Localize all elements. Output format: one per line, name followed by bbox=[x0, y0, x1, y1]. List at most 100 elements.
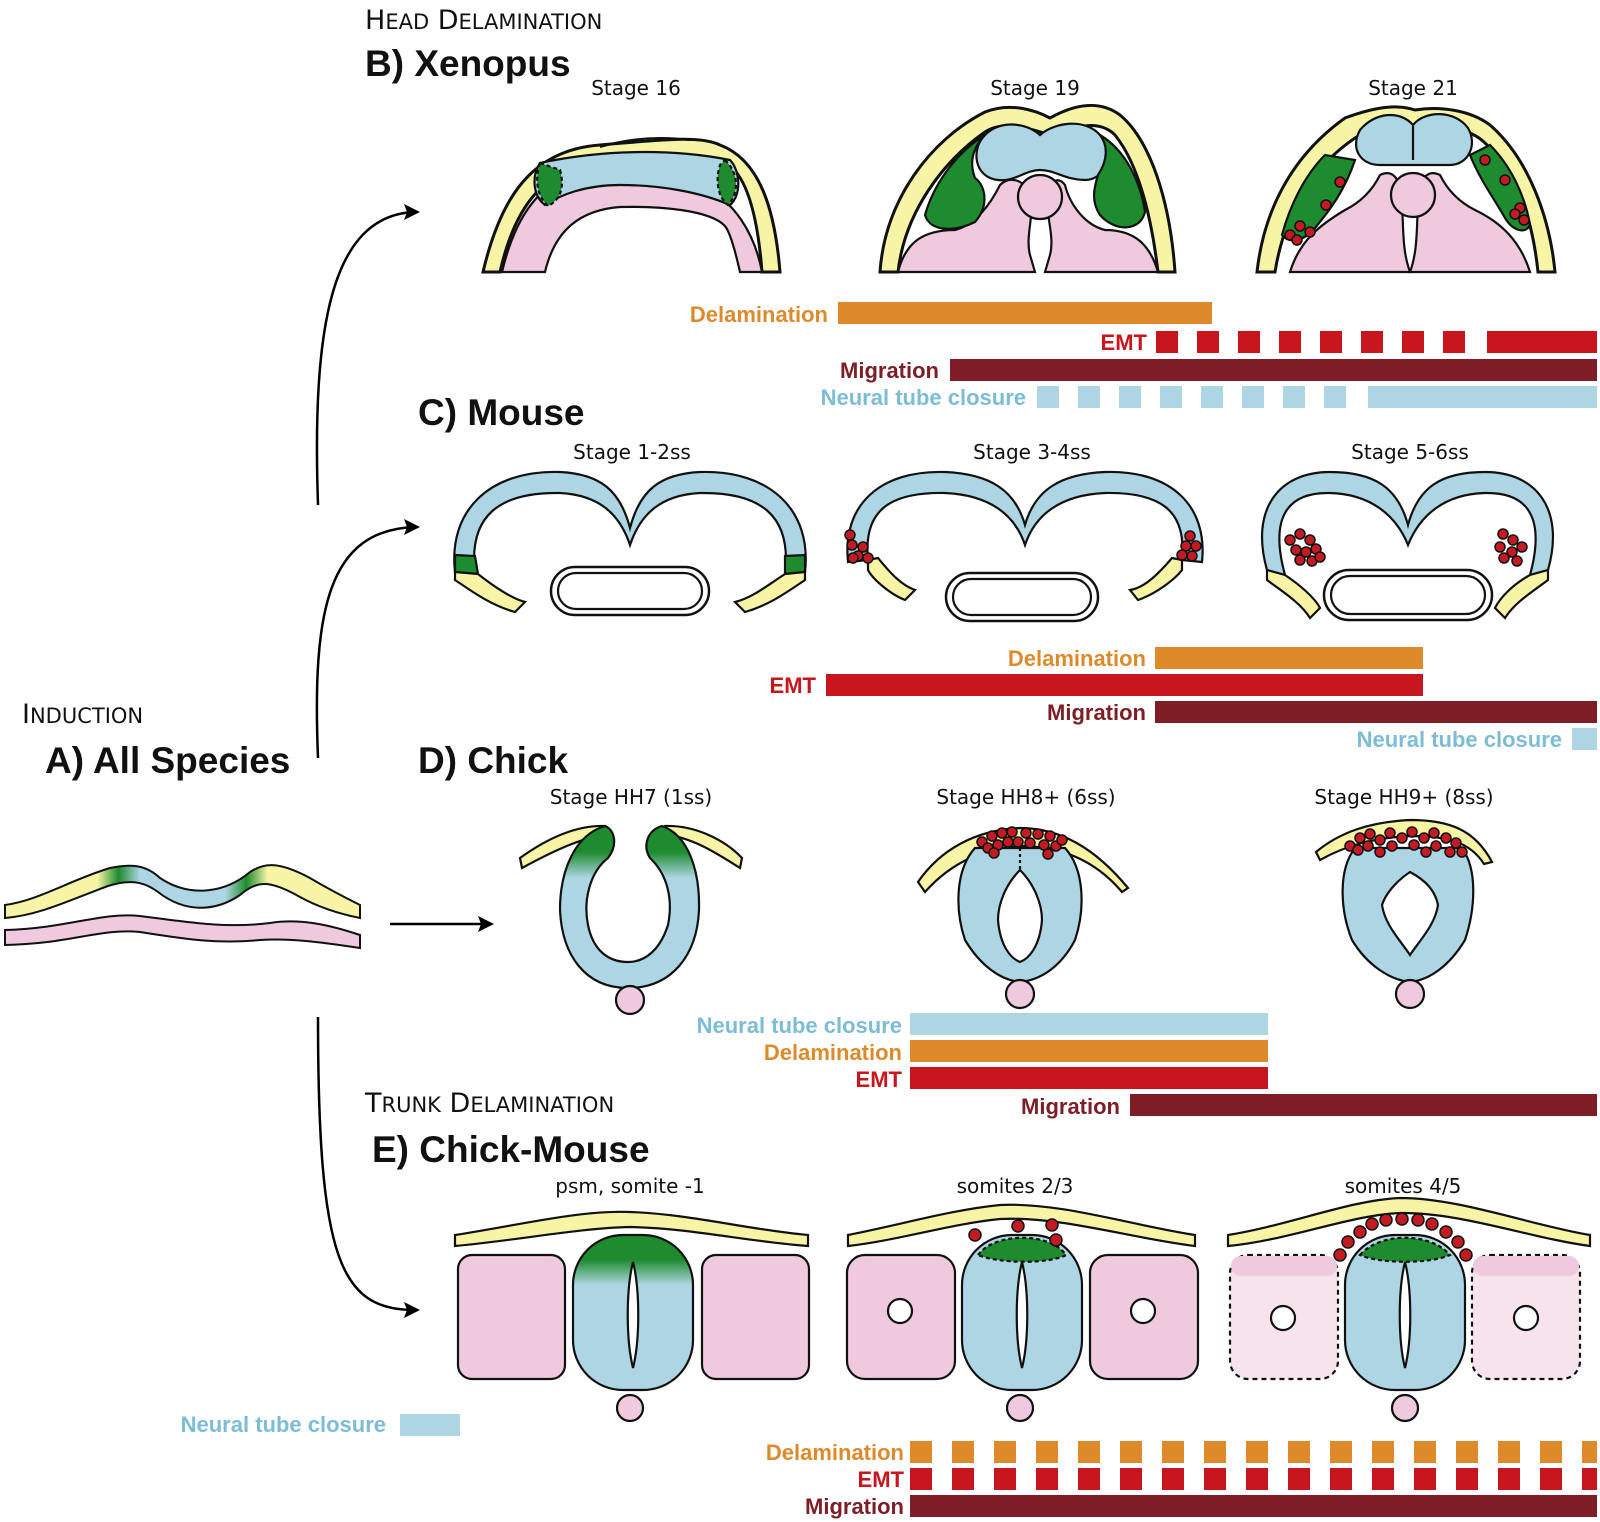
crest-cell bbox=[1499, 174, 1511, 186]
notochord bbox=[1016, 173, 1064, 221]
crest-cell bbox=[1518, 214, 1530, 226]
trunk-delamination-bar bbox=[910, 1441, 1597, 1463]
mouse-stage-1-2ss: Stage 1-2ss bbox=[573, 440, 691, 464]
trunk-embryo-somites-23 bbox=[845, 1203, 1200, 1423]
crest-cell bbox=[1509, 208, 1521, 220]
lumen bbox=[626, 1261, 640, 1369]
somite-left-cavity bbox=[886, 1297, 914, 1325]
neural-plate-bulge bbox=[599, 136, 691, 149]
crest-cells bbox=[1284, 154, 1530, 246]
head-delamination-header: HEAD DELAMINATION bbox=[365, 5, 602, 36]
crest-cell bbox=[1479, 154, 1491, 166]
lumen bbox=[1015, 1261, 1029, 1369]
mouse-migration-bar bbox=[1155, 701, 1597, 723]
chick-embryo-hh8 bbox=[916, 826, 1130, 1010]
trunk-delamination-label: Delamination bbox=[766, 1440, 904, 1465]
chick-migration-bar bbox=[1130, 1094, 1597, 1116]
somite-left-dermomyotome bbox=[1231, 1256, 1337, 1276]
xenopus-closure-bar bbox=[1037, 386, 1597, 408]
induction-header: INDUCTION bbox=[22, 699, 143, 730]
mouse-stage-5-6ss: Stage 5-6ss bbox=[1351, 440, 1469, 464]
crest-cell bbox=[1320, 199, 1332, 211]
notochord bbox=[615, 1393, 645, 1423]
trunk-emt-label: EMT bbox=[858, 1467, 905, 1492]
neural-plate bbox=[533, 150, 740, 207]
ectoderm-outer bbox=[878, 103, 1177, 274]
mesoderm-right bbox=[1408, 172, 1532, 274]
mouse-embryo-3-4ss bbox=[844, 470, 1204, 623]
crest-cell bbox=[1334, 176, 1346, 188]
section-a-title: A) All Species bbox=[45, 740, 290, 781]
section-b-title: B) Xenopus bbox=[365, 43, 571, 84]
trunk-stage-somites-23: somites 2/3 bbox=[957, 1174, 1074, 1198]
section-c-title: C) Mouse bbox=[418, 392, 585, 433]
neural-fold bbox=[453, 470, 807, 576]
xenopus-emt-bar bbox=[1156, 331, 1597, 353]
mouse-embryo-1-2ss bbox=[453, 470, 807, 617]
xenopus-migration-label: Migration bbox=[840, 358, 939, 383]
xenopus-migration-bar bbox=[950, 359, 1597, 381]
border-right bbox=[716, 158, 737, 207]
trunk-closure-bar bbox=[400, 1414, 460, 1436]
trunk-emt-bar bbox=[910, 1468, 1597, 1490]
mouse-emt-bar bbox=[826, 674, 1423, 696]
crest-cell bbox=[1304, 226, 1316, 238]
chick-timeline: Neural tube closure Delamination EMT Mig… bbox=[697, 1013, 1597, 1119]
mouse-embryo-5-6ss bbox=[1261, 470, 1554, 622]
trunk-embryo-somites-45 bbox=[1226, 1196, 1592, 1423]
chick-emt-label: EMT bbox=[856, 1067, 903, 1092]
xenopus-delamination-label: Delamination bbox=[690, 302, 828, 327]
mouse-closure-bar bbox=[1572, 728, 1597, 750]
ectoderm-left bbox=[1265, 568, 1322, 620]
neural-tube bbox=[558, 824, 701, 990]
notochord bbox=[1390, 1393, 1420, 1423]
trunk-migration-label: Migration bbox=[805, 1494, 904, 1519]
xenopus-timeline: Delamination EMT Migration Neural tube c… bbox=[690, 302, 1597, 410]
arrowhead-trunk bbox=[404, 1302, 420, 1318]
induction-diagram bbox=[4, 864, 361, 950]
chick-embryo-hh7 bbox=[518, 824, 744, 1016]
arrowhead-xenopus bbox=[404, 204, 420, 220]
xenopus-stage-19: Stage 19 bbox=[990, 76, 1080, 100]
xenopus-embryo-stage21 bbox=[1255, 105, 1557, 274]
crest-cells bbox=[1333, 1212, 1473, 1262]
trunk-stage-somites-45: somites 4/5 bbox=[1345, 1174, 1462, 1198]
psm-right bbox=[700, 1253, 811, 1381]
arrow-to-trunk bbox=[316, 1016, 416, 1312]
arrow-to-mouse bbox=[315, 525, 416, 759]
trunk-closure-label: Neural tube closure bbox=[181, 1412, 386, 1437]
border-right bbox=[783, 553, 807, 576]
chick-stage-hh7: Stage HH7 (1ss) bbox=[550, 785, 712, 809]
xenopus-embryo-stage19 bbox=[878, 103, 1177, 274]
chick-delamination-bar bbox=[910, 1040, 1268, 1062]
crest-cell bbox=[1294, 220, 1306, 232]
foregut-inner bbox=[556, 571, 704, 611]
arrowheads bbox=[404, 204, 494, 1318]
xenopus-stage-16: Stage 16 bbox=[591, 76, 681, 100]
mouse-stage-3-4ss: Stage 3-4ss bbox=[973, 440, 1091, 464]
section-d-title: D) Chick bbox=[418, 740, 569, 781]
lumen bbox=[1380, 870, 1440, 957]
somite-left-cavity bbox=[1269, 1304, 1297, 1332]
crest-cells bbox=[976, 826, 1068, 860]
mesoderm-right bbox=[1043, 179, 1160, 274]
neural-fold bbox=[846, 470, 1204, 564]
notochord bbox=[1389, 171, 1437, 219]
mouse-delamination-label: Delamination bbox=[1008, 646, 1146, 671]
dorsal-border bbox=[1358, 1236, 1452, 1263]
arrowhead-mouse bbox=[404, 519, 420, 535]
trunk-migration-bar bbox=[910, 1495, 1597, 1517]
chick-stage-hh8: Stage HH8+ (6ss) bbox=[936, 785, 1115, 809]
border-left bbox=[453, 553, 480, 576]
mouse-timeline: Delamination EMT Migration Neural tube c… bbox=[770, 646, 1597, 752]
dorsal-border bbox=[976, 1236, 1068, 1263]
xenopus-delamination-bar bbox=[838, 302, 1212, 324]
foregut-inner bbox=[1329, 574, 1487, 616]
chick-delamination-label: Delamination bbox=[764, 1040, 902, 1065]
ectoderm bbox=[846, 1203, 1197, 1248]
arrowhead-chick bbox=[478, 916, 494, 932]
border-right bbox=[1093, 134, 1147, 229]
mouse-closure-label: Neural tube closure bbox=[1357, 727, 1562, 752]
crest-cells bbox=[968, 1218, 1063, 1247]
